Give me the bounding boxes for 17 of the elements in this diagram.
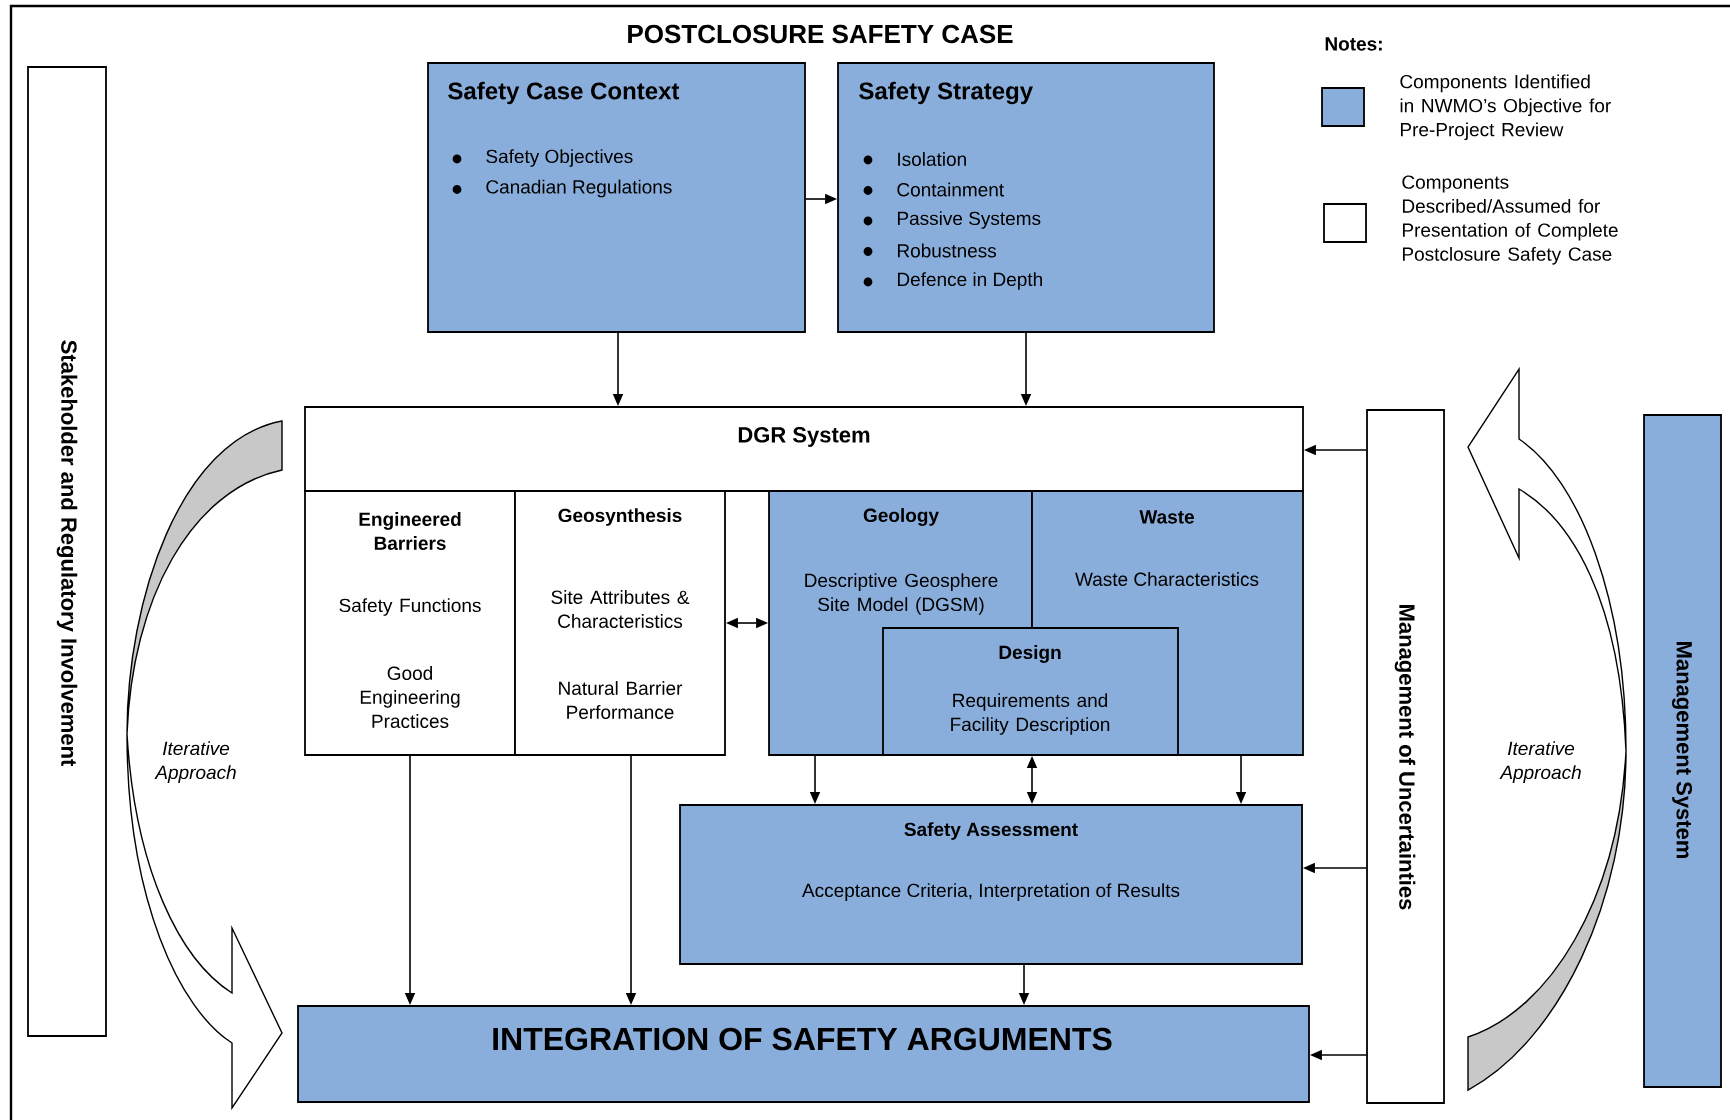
legend-text: Components Described/Assumed for Presentation of Complete Postclosure Safety Case	[1402, 175, 1618, 265]
process-box: Geosynthesis Site Attributes & Characteristics Natural Barrier Performance	[514, 490, 726, 756]
process-box: INTEGRATION OF SAFETY ARGUMENTS	[297, 1005, 1310, 1103]
iterative-label: Iterative Approach	[1499, 741, 1581, 783]
process-box: Safety Case Context Safety Objectives Canadian Regulations	[427, 62, 806, 333]
process-box: Safety Strategy Isolation Containment Passive Systems Robustness Defence in Depth	[837, 62, 1215, 333]
notes-heading: Notes:	[1325, 37, 1382, 51]
side-panel: Stakeholder and Regulatory Involvement	[27, 66, 107, 1037]
side-panel: Management System	[1643, 414, 1722, 1088]
process-box: DGR System	[304, 406, 1304, 492]
process-box: Design Requirements and Facility Description	[882, 627, 1179, 756]
side-panel: Management of Uncertainties	[1366, 409, 1445, 1104]
process-box: Safety Assessment Acceptance Criteria, Interpretation of Results	[679, 804, 1303, 965]
diagram-title: POSTCLOSURE SAFETY CASE	[628, 24, 1013, 44]
process-box: Engineered Barriers Safety Functions Good Engineering Practices	[304, 490, 516, 756]
iterative-label: Iterative Approach	[154, 741, 236, 783]
legend-text: Components Identified in NWMO’s Objective for Pre-Project Review	[1400, 74, 1611, 141]
